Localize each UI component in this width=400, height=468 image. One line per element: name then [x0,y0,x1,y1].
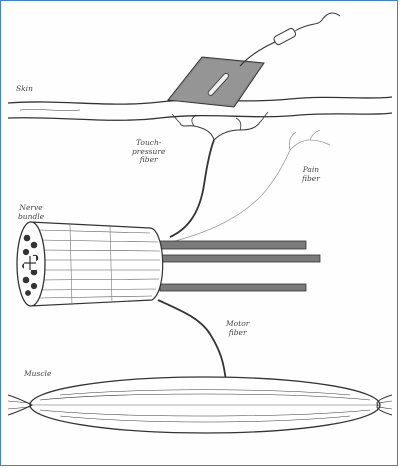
motor-fiber-label: Motor fiber [226,320,249,337]
axon-rods [160,241,320,291]
muscle-label: Muscle [24,370,51,379]
muscle [8,377,392,433]
nerve-bundle-label: Nerve bundle [18,204,44,221]
touch-pressure-fiber [170,112,268,237]
pain-fiber-label: Pain fiber [302,166,320,183]
pain-fiber [168,130,330,243]
stimulator-pad [168,13,340,107]
nerve-bundle [17,222,163,306]
touch-fiber-label: Touch- pressure fiber [132,139,165,165]
skin-label: Skin [16,85,33,94]
